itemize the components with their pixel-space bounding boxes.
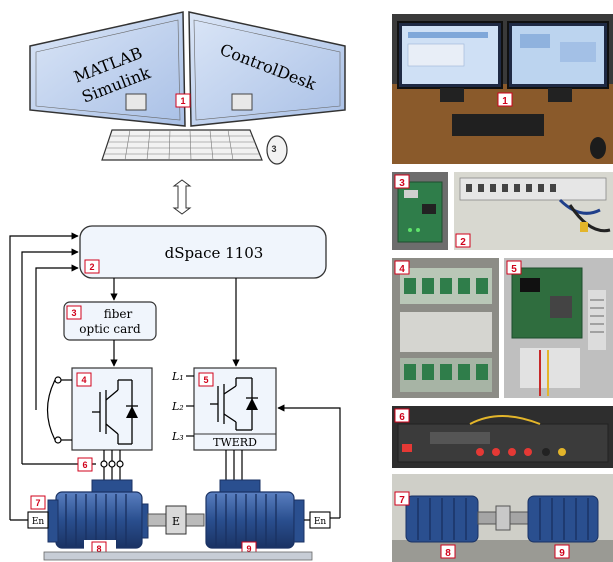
signal-arrows — [110, 278, 240, 367]
svg-text:6: 6 — [399, 412, 405, 423]
svg-text:4: 4 — [81, 375, 86, 385]
photo-twerd: 5 — [504, 258, 613, 398]
svg-text:7: 7 — [35, 498, 40, 508]
photo-motors: 7 8 9 — [392, 474, 613, 562]
shaft-coupling: E — [147, 505, 205, 535]
mouse: 3 — [266, 135, 288, 165]
fiber-line2: optic card — [79, 322, 141, 336]
phase-inputs: L₁ L₂ L₃ — [171, 370, 194, 443]
monitor-left: MATLAB Simulink — [29, 11, 186, 127]
svg-text:7: 7 — [399, 495, 405, 506]
fiber-optic-card: fiber optic card 3 — [63, 301, 157, 341]
svg-text:2: 2 — [89, 262, 94, 272]
encoder-left: En 7 — [27, 495, 49, 529]
monitor-right: ControlDesk — [188, 11, 346, 127]
marker-pc: 1 — [175, 93, 191, 108]
svg-text:L₂: L₂ — [171, 400, 184, 413]
photo-inverter: 4 — [392, 258, 499, 398]
photo-fiber-card: 3 — [392, 172, 448, 250]
motor-base — [43, 551, 313, 561]
svg-text:9: 9 — [246, 544, 251, 554]
svg-text:3: 3 — [399, 178, 405, 189]
photo-dspace: 2 — [454, 172, 613, 250]
svg-text:1: 1 — [502, 96, 508, 107]
pc-dspace-link — [172, 179, 192, 215]
motor-right: 9 — [205, 479, 305, 556]
svg-text:6: 6 — [82, 460, 87, 470]
svg-text:L₃: L₃ — [171, 430, 184, 443]
svg-text:8: 8 — [96, 544, 101, 554]
motor-cables — [103, 450, 243, 484]
svg-text:En: En — [32, 517, 45, 527]
twerd-label: TWERD — [213, 436, 257, 449]
dspace-label: dSpace 1103 — [165, 244, 264, 262]
motor-left: 8 — [47, 479, 149, 556]
schematic-diagram: MATLAB Simulink ControlDesk 1 — [9, 11, 346, 561]
svg-text:L₁: L₁ — [171, 370, 184, 383]
svg-text:2: 2 — [460, 237, 466, 248]
fiber-line1: fiber — [104, 307, 133, 321]
svg-text:E: E — [172, 515, 180, 528]
encoder-feedback — [277, 404, 341, 518]
svg-text:En: En — [314, 517, 327, 527]
current-sensors: 6 — [77, 457, 124, 472]
svg-text:3: 3 — [71, 308, 76, 318]
keyboard — [101, 129, 263, 161]
svg-text:4: 4 — [399, 264, 405, 275]
svg-text:5: 5 — [203, 375, 208, 385]
dspace-block: dSpace 1103 2 — [79, 225, 327, 279]
photo-workstation: 1 — [392, 14, 613, 164]
photo-sensors: 6 — [392, 406, 613, 468]
photo-panels: 1 3 — [392, 14, 613, 562]
svg-text:8: 8 — [445, 548, 451, 559]
svg-text:9: 9 — [559, 548, 565, 559]
svg-text:5: 5 — [511, 264, 517, 275]
svg-text:3: 3 — [271, 144, 276, 154]
inverter-block: 4 — [71, 367, 153, 451]
svg-text:1: 1 — [180, 96, 185, 106]
encoder-right: En — [304, 511, 340, 529]
twerd-block: TWERD 5 — [193, 367, 277, 451]
inverter-terminals — [46, 376, 72, 444]
